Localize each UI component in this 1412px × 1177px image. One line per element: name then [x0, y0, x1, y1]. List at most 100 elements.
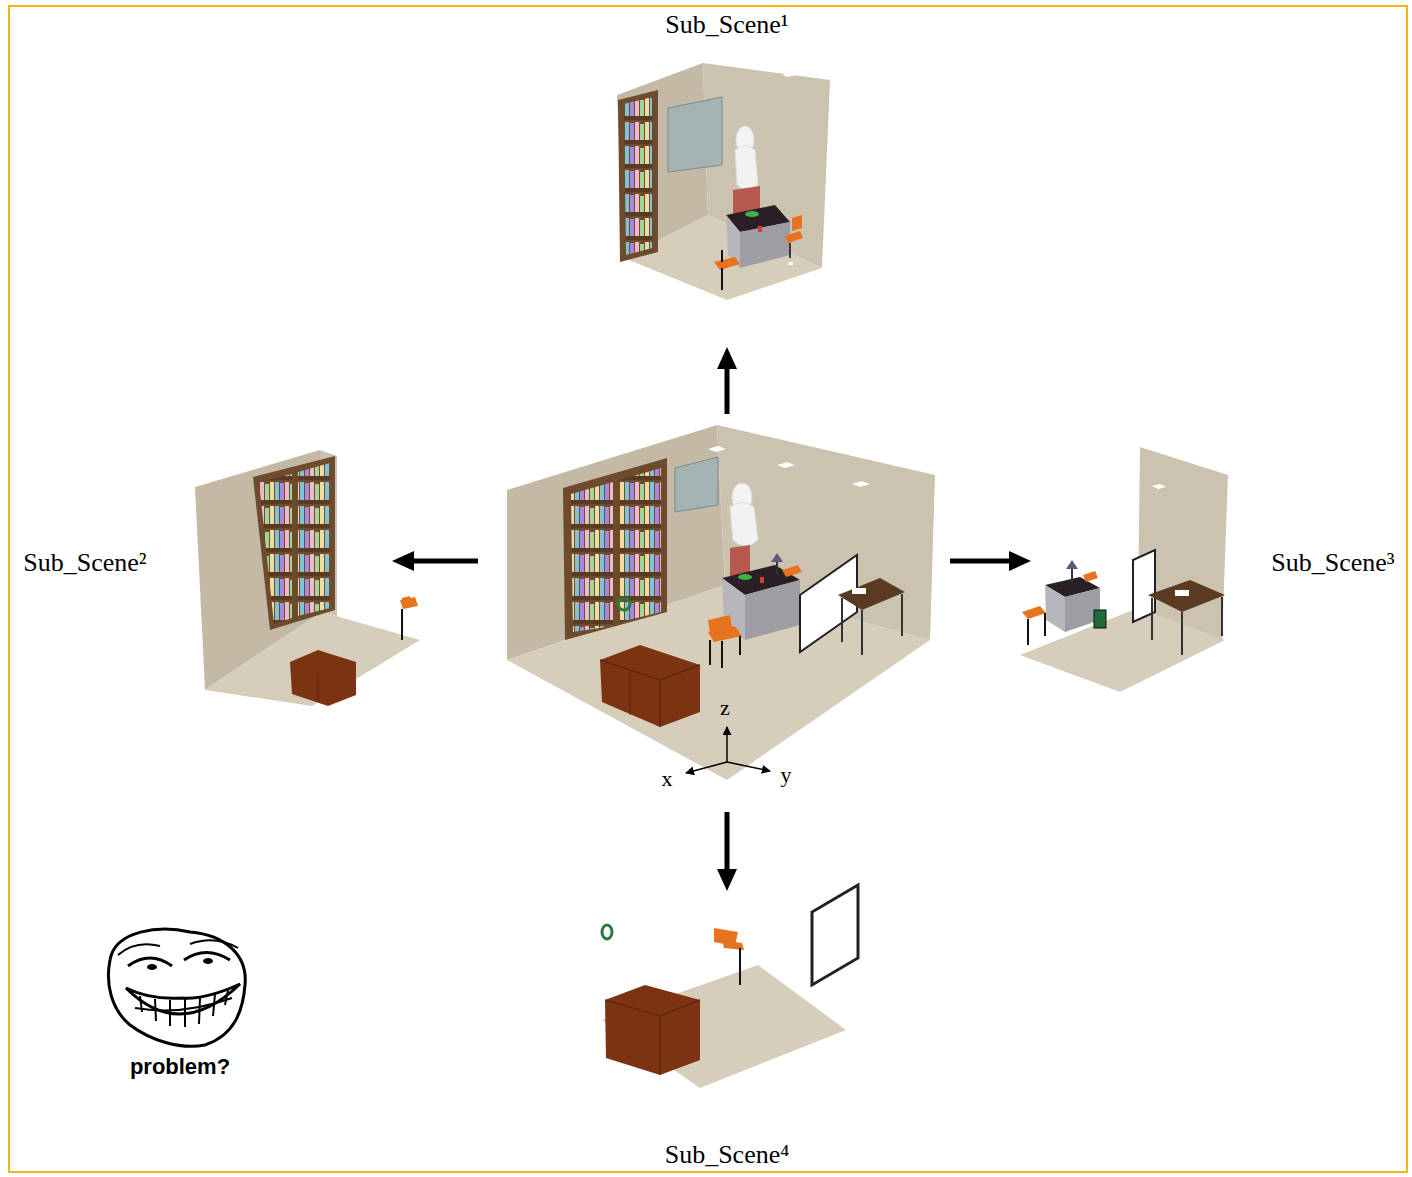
room-illustration	[298, 463, 330, 616]
room-illustration	[600, 645, 700, 727]
frame	[9, 6, 1407, 1172]
room-illustration	[745, 211, 759, 217]
room-illustration	[785, 231, 803, 243]
room-illustration	[571, 482, 613, 632]
axis-arrows	[727, 762, 770, 771]
room-illustration	[602, 965, 846, 1088]
room-illustration	[838, 578, 905, 610]
room-illustration	[708, 446, 726, 452]
frame	[9, 6, 1407, 1172]
room-illustration	[709, 640, 711, 665]
troll-face	[126, 984, 240, 1014]
room-illustration	[563, 458, 667, 640]
room-illustration	[861, 610, 863, 655]
room-illustration	[901, 594, 903, 636]
room-illustration	[800, 555, 857, 652]
room-illustration	[714, 257, 740, 270]
room-illustration	[290, 650, 356, 706]
troll-face	[147, 964, 157, 970]
caption-text: problem?	[130, 1054, 230, 1079]
room-illustration	[259, 474, 292, 624]
room-illustration	[771, 553, 783, 562]
room-illustration	[253, 456, 335, 630]
axis-arrows	[686, 727, 770, 773]
room-illustration	[721, 250, 723, 262]
scene-label: Sub_Scene⁴	[665, 1140, 790, 1170]
troll-face	[135, 998, 232, 1010]
room-illustration	[402, 596, 410, 607]
room-illustration	[1020, 447, 1228, 692]
direction-arrow	[950, 559, 1021, 564]
direction-arrow	[725, 812, 730, 881]
direction-arrow	[402, 559, 478, 564]
room-illustration	[1148, 580, 1225, 612]
room-illustration	[1044, 613, 1046, 636]
troll-face	[190, 940, 238, 948]
room-illustration	[617, 62, 830, 300]
troll-face	[108, 929, 245, 1046]
room-illustration	[1175, 590, 1189, 596]
room-illustration	[1027, 619, 1029, 645]
room-illustration	[1083, 571, 1098, 582]
room-illustration	[605, 1000, 700, 1016]
room-illustration	[1071, 567, 1073, 582]
room-illustration	[659, 1016, 661, 1075]
direction-arrow	[725, 357, 730, 414]
troll-face	[118, 944, 160, 955]
room-illustration	[318, 673, 319, 702]
room-illustration	[667, 62, 681, 66]
room-illustration	[618, 598, 630, 610]
room-illustration	[1066, 560, 1078, 569]
room-illustration	[721, 641, 723, 668]
axis-arrows	[686, 762, 727, 773]
room-illustration	[789, 243, 791, 258]
room-illustration	[668, 97, 722, 172]
room-illustration	[738, 574, 752, 580]
axis-arrows	[726, 727, 728, 762]
scene-node: Sub_Scene³	[1035, 440, 1407, 710]
room-illustration	[675, 457, 718, 512]
room-illustration	[841, 598, 843, 642]
room-illustration	[852, 481, 870, 487]
scene-label: Sub_Scene¹	[665, 10, 788, 40]
room-illustration	[1094, 610, 1106, 628]
scene-node: Sub_Scene⁴	[580, 895, 880, 1174]
room-illustration	[812, 885, 858, 985]
room-illustration	[602, 925, 612, 939]
room-illustration	[730, 503, 758, 547]
scene-node: Sub_Scene²	[8, 440, 388, 720]
room-illustration	[745, 580, 800, 640]
room-illustration	[740, 222, 790, 268]
room-illustration	[1138, 447, 1228, 640]
room-illustration	[739, 948, 741, 985]
room-illustration	[401, 609, 403, 640]
room-illustration	[1181, 612, 1183, 655]
room-illustration	[1045, 585, 1065, 632]
room-illustration	[507, 425, 935, 780]
room-illustration	[400, 597, 418, 609]
room-illustration	[788, 262, 793, 265]
room-illustration	[605, 985, 700, 1075]
room-illustration	[777, 462, 795, 468]
room-illustration	[739, 636, 741, 655]
room-illustration	[782, 73, 796, 77]
room-illustration	[659, 680, 661, 727]
scene-node: zxy	[482, 418, 946, 808]
room-illustration	[1151, 598, 1153, 640]
room-illustration	[602, 885, 858, 1088]
room-illustration	[776, 560, 778, 575]
room-illustration	[600, 660, 700, 680]
room-illustration	[630, 670, 631, 715]
room-illustration	[205, 612, 420, 706]
troll-face	[108, 929, 245, 1046]
scene-node: Sub_Scene¹	[600, 6, 852, 343]
room-illustration	[1152, 484, 1166, 489]
troll-face	[203, 958, 213, 964]
room-illustration	[624, 97, 652, 255]
room-illustration	[195, 450, 420, 706]
axis-label: x	[662, 766, 673, 791]
room-illustration	[1022, 606, 1046, 619]
